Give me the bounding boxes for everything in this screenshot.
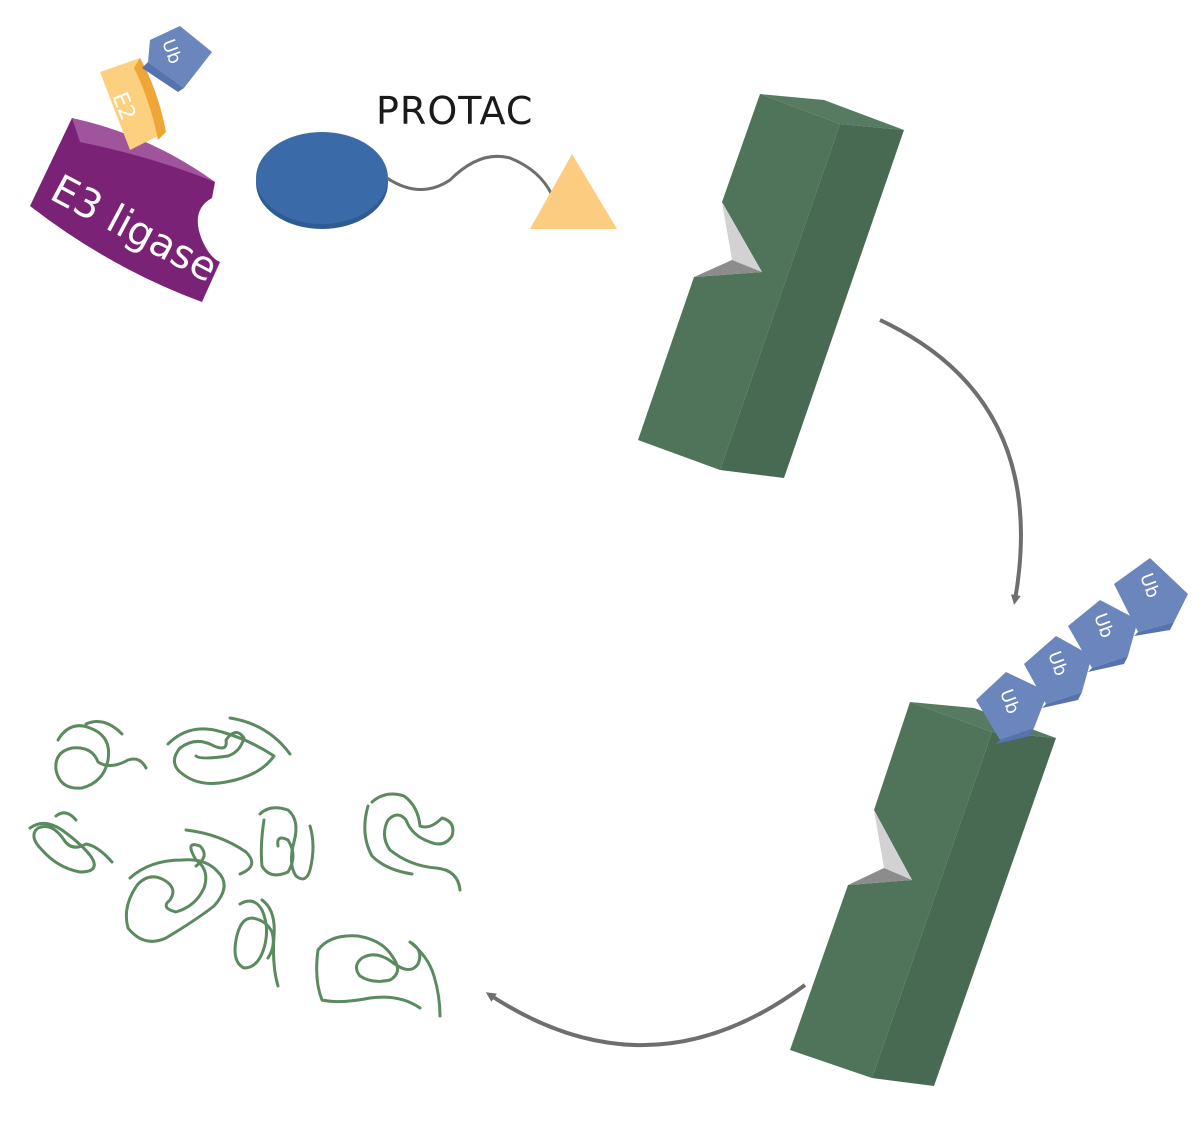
e3-ligase-icon: E3 ligase	[30, 118, 225, 302]
protac-molecule-icon: PROTAC	[256, 89, 617, 229]
ubiquitin-icon: Ub	[1024, 636, 1092, 708]
degraded-peptide-icon	[166, 716, 292, 785]
degraded-peptides	[28, 716, 462, 1018]
degraded-peptide-icon	[28, 811, 114, 874]
cycle-arrow-icon	[485, 983, 807, 1047]
degraded-peptide-icon	[124, 828, 254, 943]
ubiquitin-chain: Ub Ub Ub Ub	[976, 558, 1188, 744]
e2-icon: E2	[100, 58, 166, 150]
cycle-arrow-icon	[879, 318, 1023, 605]
target-protein-icon	[638, 94, 904, 478]
degraded-peptide-icon	[233, 898, 280, 988]
ubiquitin-icon: Ub	[1114, 558, 1188, 636]
ubiquitin-icon: Ub	[976, 672, 1048, 744]
degraded-peptide-icon	[258, 806, 315, 881]
degraded-peptide-icon	[54, 720, 148, 790]
ubiquitin-icon: Ub	[142, 26, 212, 92]
degraded-peptide-icon	[363, 792, 462, 892]
protac-label: PROTAC	[376, 89, 533, 133]
ubiquitin-icon: Ub	[1068, 600, 1138, 672]
target-protein-icon	[790, 702, 1056, 1086]
degraded-peptide-icon	[315, 934, 442, 1018]
